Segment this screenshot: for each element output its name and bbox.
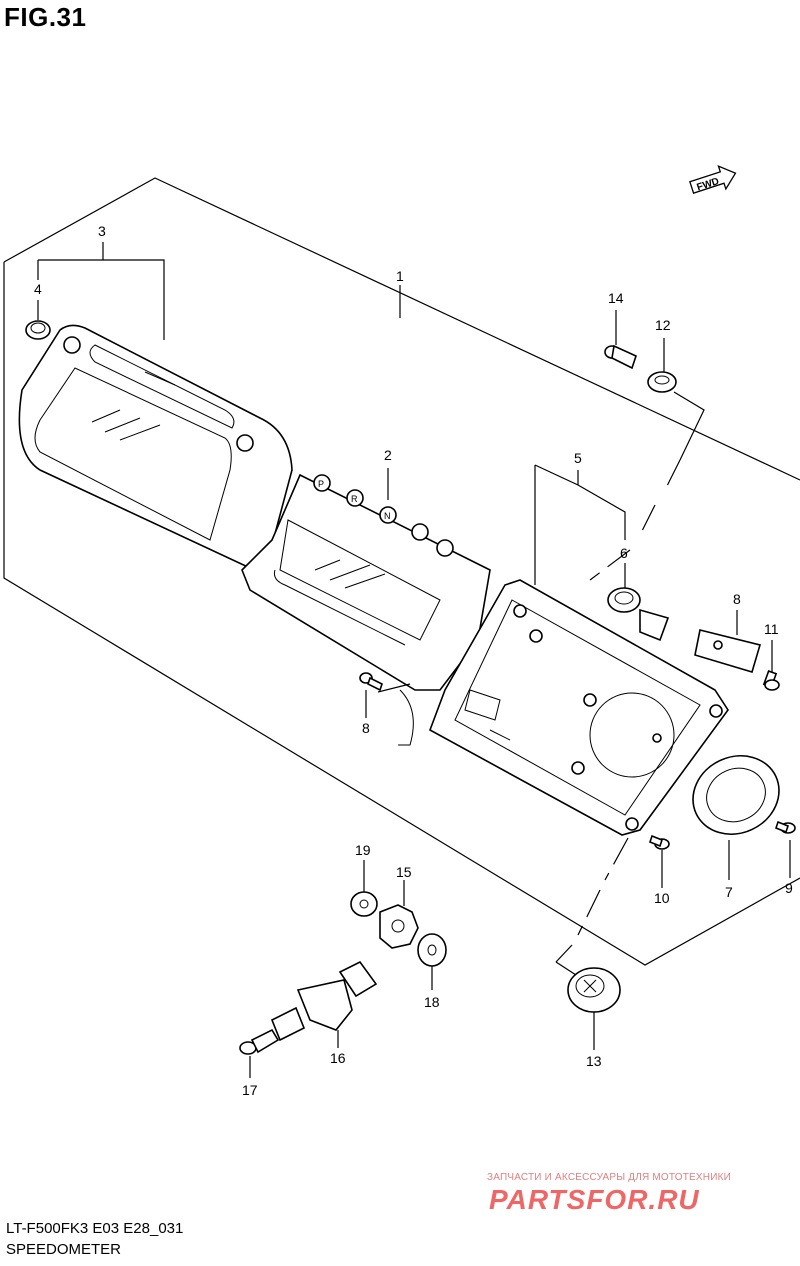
assembly-name: SPEEDOMETER xyxy=(6,1241,122,1258)
svg-text:P: P xyxy=(318,479,324,489)
callout-12: 12 xyxy=(655,317,671,333)
bolt-17-part xyxy=(239,1028,280,1055)
screw-10-part xyxy=(649,834,670,850)
svg-text:N: N xyxy=(384,511,391,521)
screw-9-part xyxy=(775,820,796,834)
screw-8-part xyxy=(359,672,383,692)
meter-cover-part xyxy=(18,324,293,570)
callout-9: 9 xyxy=(785,880,793,896)
model-code: LT-F500FK3 E03 E28_031 xyxy=(6,1220,184,1237)
callout-13: 13 xyxy=(586,1053,602,1069)
bulb-socket-13-part xyxy=(567,967,621,1013)
screw-11-part xyxy=(762,670,780,691)
indicator-panel-part: P R N xyxy=(241,473,491,746)
callout-labels: 1 2 3 4 5 6 7 8 8 9 10 11 12 13 14 15 16… xyxy=(34,223,793,1098)
gear-15-part xyxy=(379,904,419,949)
svg-text:R: R xyxy=(351,494,358,504)
callout-18: 18 xyxy=(424,994,440,1010)
washer-19-part xyxy=(350,891,378,917)
watermark-logo: PARTSFOR.RU xyxy=(489,1184,700,1215)
grommet-6-part xyxy=(607,587,670,642)
leader-lines xyxy=(37,242,791,1078)
grommet-12-part xyxy=(647,371,677,393)
sensor-16-part xyxy=(270,960,378,1042)
callout-4: 4 xyxy=(34,281,42,297)
callout-5: 5 xyxy=(574,450,582,466)
callout-7: 7 xyxy=(725,884,733,900)
bracket-8-part xyxy=(694,629,762,673)
assembly-boundary xyxy=(3,177,800,481)
callout-6: 6 xyxy=(620,545,628,561)
watermark-tagline: ЗАПЧАСТИ И АКСЕССУАРЫ ДЛЯ МОТОТЕХНИКИ xyxy=(487,1172,732,1183)
callout-11: 11 xyxy=(764,621,779,637)
callout-10: 10 xyxy=(654,890,670,906)
grommet-part xyxy=(25,320,51,340)
callout-3: 3 xyxy=(98,223,106,239)
callout-16: 16 xyxy=(330,1050,346,1066)
meter-case-part xyxy=(429,579,729,836)
callout-8-upper: 8 xyxy=(733,591,741,607)
callout-1: 1 xyxy=(396,268,404,284)
assembly-boundary-lower xyxy=(3,262,800,966)
callout-2: 2 xyxy=(384,447,392,463)
callout-17: 17 xyxy=(242,1082,258,1098)
callout-15: 15 xyxy=(396,864,412,880)
callout-8-lower: 8 xyxy=(362,720,370,736)
seal-ring-part xyxy=(692,755,780,835)
fwd-arrow-icon: FWD xyxy=(689,164,737,194)
screw-14-part xyxy=(604,344,637,370)
figure-label: FIG.31 xyxy=(4,2,87,32)
callout-14: 14 xyxy=(608,290,624,306)
callout-19: 19 xyxy=(355,842,371,858)
washer-18-part xyxy=(417,933,447,967)
